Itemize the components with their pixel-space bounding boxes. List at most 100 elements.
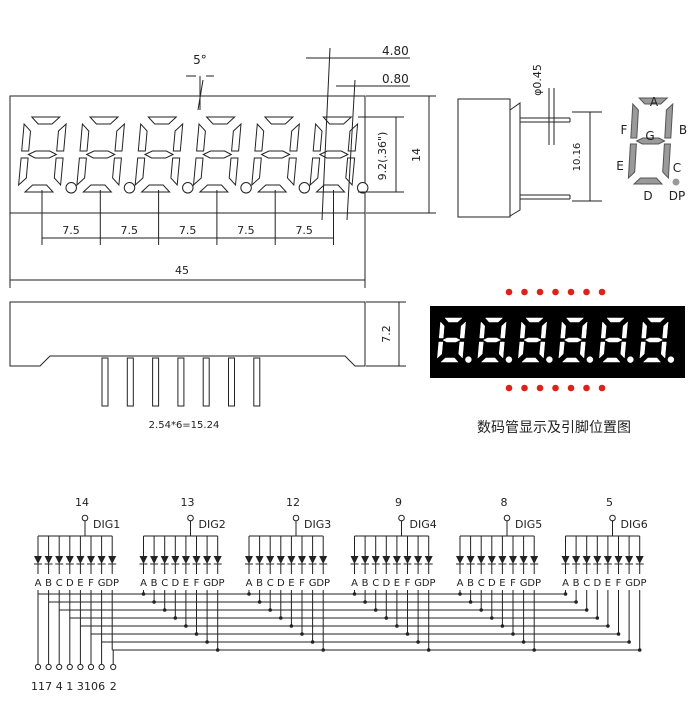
pin-dot-top [598, 288, 606, 296]
segment-c [458, 341, 465, 359]
segment-letter: G [414, 578, 422, 589]
dim-480-label: 4.80 [382, 44, 409, 58]
legend-label-g: G [645, 129, 654, 143]
segment-a [205, 116, 236, 125]
segment-g [85, 150, 116, 159]
pin [177, 357, 185, 407]
digit-height-label: 9.2(.36") [376, 132, 389, 181]
segment-letter: F [616, 578, 622, 589]
segment-a [484, 317, 504, 323]
segment-b [114, 122, 126, 152]
digit-terminal [292, 514, 300, 522]
segment-dp [505, 356, 513, 363]
front-digit-4 [192, 116, 252, 194]
segment-letter: C [478, 578, 485, 589]
diode-icon [498, 556, 507, 564]
pin-dot-top [552, 288, 559, 296]
diode-icon [519, 556, 528, 564]
pin-dot-top [583, 288, 590, 296]
segment-g [482, 337, 502, 343]
diode-icon [477, 556, 486, 564]
segment-dp [65, 182, 77, 194]
segment-b [581, 321, 588, 339]
segment-e [518, 341, 525, 359]
figure-caption: 数码管显示及引脚位置图 [477, 420, 631, 436]
segment-g [644, 337, 664, 343]
diode-icon [192, 556, 201, 564]
segment-d [642, 357, 662, 363]
pin-dot-bottom [536, 384, 544, 392]
segment-f [560, 321, 566, 339]
digit-label: DIG2 [199, 518, 226, 531]
diode-icon [55, 556, 64, 564]
bottom-pin-number: 7 [45, 680, 52, 693]
pitch-label: 7.5 [121, 224, 139, 237]
segment-f [79, 122, 90, 152]
segment-f [312, 122, 323, 152]
bottom-pin-number: 6 [98, 680, 105, 693]
diode-icon [382, 556, 391, 564]
legend-digit [627, 97, 674, 185]
length-label: 45 [175, 264, 189, 277]
segment-b [500, 321, 507, 339]
legend-label-c: C [673, 161, 681, 175]
segment-f [137, 122, 148, 152]
segment-g [635, 137, 666, 145]
bottom-pin-number: 10 [84, 680, 98, 693]
segment-letter: DP [105, 578, 119, 589]
pin-terminal [87, 663, 95, 671]
diode-icon [371, 556, 380, 564]
segment-a [263, 116, 295, 125]
diode-icon [44, 556, 53, 564]
bottom-pin-number: 11 [31, 680, 45, 693]
segment-c [53, 157, 64, 187]
legend-digit-icon [627, 97, 674, 185]
segment-dp [182, 182, 194, 194]
front-view-digits [17, 116, 369, 194]
segment-f [519, 321, 526, 339]
pin-terminal [77, 663, 84, 671]
diode-icon [635, 556, 644, 564]
legend-label-d: D [643, 189, 652, 203]
segment-e [76, 157, 87, 187]
segment-c [539, 341, 546, 359]
segment-a [565, 317, 585, 323]
segment-letter: B [573, 578, 580, 589]
segment-letter: E [183, 578, 189, 589]
segment-legend: A B C D E F G DP [616, 95, 687, 203]
segment-a [646, 317, 666, 323]
segment-dp [627, 356, 634, 363]
legend-label-b: B [679, 123, 687, 137]
display-digit-4 [558, 317, 594, 363]
segment-letter: F [194, 578, 200, 589]
segment-letter: C [583, 578, 590, 589]
segment-a [606, 317, 625, 323]
segment-e [192, 157, 204, 187]
segment-d [315, 184, 346, 193]
digit-label: DIG6 [621, 518, 648, 531]
pin-terminal [110, 663, 117, 671]
dim-080-label: 0.80 [382, 72, 409, 86]
segment-a [88, 116, 120, 125]
angle-marker [186, 75, 214, 111]
segment-g [27, 150, 58, 159]
segment-f [479, 321, 485, 339]
segment-letter: G [98, 578, 106, 589]
segment-dp [586, 356, 594, 363]
segment-letter: B [362, 578, 369, 589]
pin-dot-bottom [567, 384, 575, 392]
pin [101, 357, 109, 407]
diode-icon [97, 556, 106, 564]
segment-letter: DP [422, 578, 436, 589]
segment-letter: E [605, 578, 611, 589]
segment-a [638, 97, 669, 105]
segment-e [477, 341, 484, 359]
segment-letter: DP [316, 578, 330, 589]
diode-icon [466, 556, 475, 564]
